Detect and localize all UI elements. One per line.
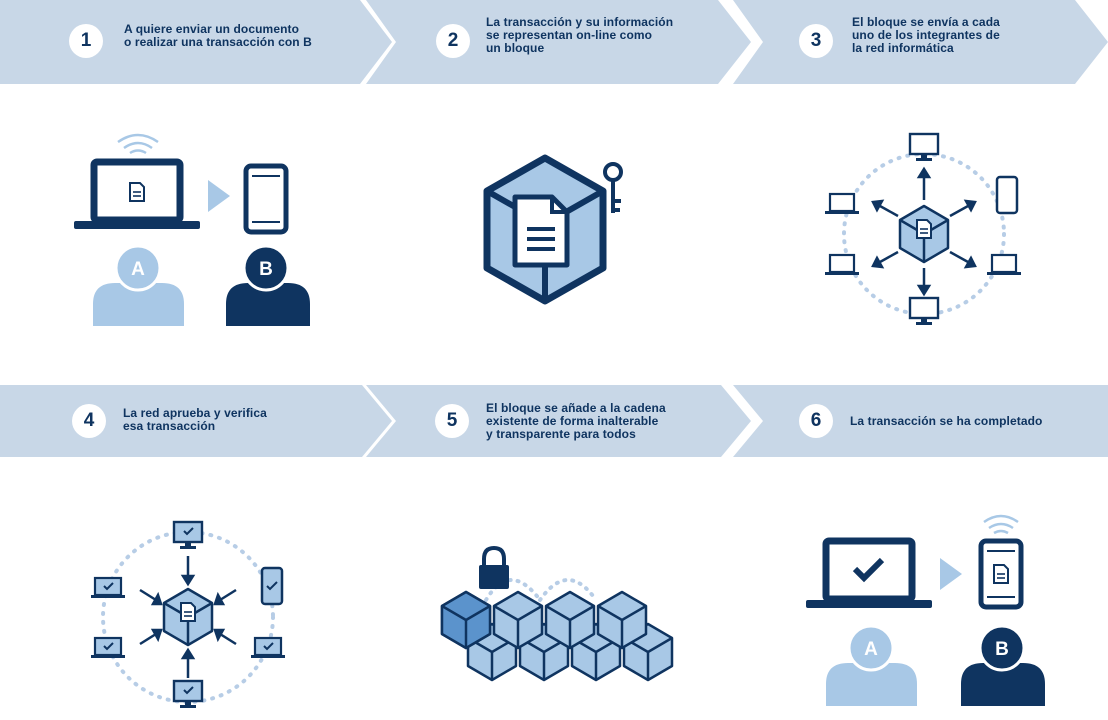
monitor-icon — [908, 132, 940, 163]
step-3-banner: 3 El bloque se envía a cada uno de los i… — [733, 0, 1108, 84]
step-6-illustration: A B — [806, 514, 1045, 706]
step-number: 5 — [435, 404, 469, 438]
wifi-icon — [983, 514, 1019, 535]
key-icon — [603, 162, 623, 213]
monitor-icon — [908, 296, 940, 327]
step-2-banner: 2 La transacción y su información se rep… — [366, 0, 751, 84]
arrow-shape — [366, 385, 751, 457]
step-4-banner: 4 La red aprueba y verifica esa transacc… — [0, 385, 392, 457]
arrow-shape — [0, 0, 392, 84]
wifi-icon — [117, 133, 159, 155]
avatar-b: B — [961, 624, 1045, 706]
phone-check-icon — [260, 566, 284, 606]
arrow-shape — [366, 0, 751, 84]
step-4-illustration — [89, 520, 287, 710]
step-number: 1 — [69, 24, 103, 58]
step-1-illustration: A B — [74, 133, 310, 326]
document-icon — [512, 194, 570, 268]
laptop-check-icon — [806, 537, 932, 608]
step-5-illustration — [440, 545, 674, 682]
lock-icon — [479, 545, 509, 589]
arrow-shape — [0, 385, 392, 457]
broadcast-arrows — [871, 166, 977, 297]
chain-block — [544, 590, 596, 650]
step-number: 6 — [799, 404, 833, 438]
step-2-illustration — [483, 154, 623, 305]
block-chain — [440, 590, 674, 682]
step-number: 4 — [72, 404, 106, 438]
monitor-check-icon — [172, 520, 204, 551]
step-text: La red aprueba y verifica esa transacció… — [123, 406, 267, 433]
avatar-b: B — [226, 244, 310, 326]
avatar-a-label: A — [131, 259, 145, 280]
phone-document-icon — [978, 538, 1024, 610]
laptop-check-icon — [89, 636, 127, 660]
step-3-illustration — [823, 132, 1023, 327]
avatar-a: A — [826, 624, 917, 706]
step-text: El bloque se añade a la cadena existente… — [486, 401, 666, 441]
arrow-shape — [733, 0, 1108, 84]
chain-block — [492, 590, 544, 650]
verify-arrows — [139, 556, 237, 678]
laptop-check-icon — [249, 636, 287, 660]
step-number: 2 — [436, 24, 470, 58]
phone-icon — [243, 163, 289, 235]
laptop-check-icon — [89, 576, 127, 600]
step-text: A quiere enviar un documento o realizar … — [124, 22, 312, 49]
laptop-icon — [823, 253, 861, 277]
arrow-right-icon — [208, 180, 230, 212]
chain-links — [484, 578, 598, 602]
step-6-banner: 6 La transacción se ha completado — [733, 385, 1108, 457]
laptop-icon — [985, 253, 1023, 277]
avatar-b-label: B — [995, 639, 1009, 660]
step-text: El bloque se envía a cada uno de los int… — [852, 15, 1000, 55]
step-text: La transacción y su información se repre… — [486, 15, 674, 55]
avatar-b-label: B — [259, 259, 273, 280]
avatar-a-label: A — [864, 639, 878, 660]
monitor-check-icon — [172, 679, 204, 710]
arrow-shape — [733, 385, 1108, 457]
step-1-banner: 1 A quiere enviar un documento o realiza… — [0, 0, 392, 84]
avatar-a: A — [93, 244, 184, 326]
document-icon — [180, 602, 196, 622]
document-icon — [916, 219, 932, 239]
chain-block — [596, 590, 648, 650]
arrow-right-icon — [940, 558, 962, 590]
step-text: La transacción se ha completado — [850, 414, 1043, 428]
phone-icon — [995, 175, 1019, 215]
laptop-icon — [823, 192, 861, 216]
laptop-icon — [74, 158, 200, 229]
step-5-banner: 5 El bloque se añade a la cadena existen… — [366, 385, 751, 457]
step-number: 3 — [799, 24, 833, 58]
